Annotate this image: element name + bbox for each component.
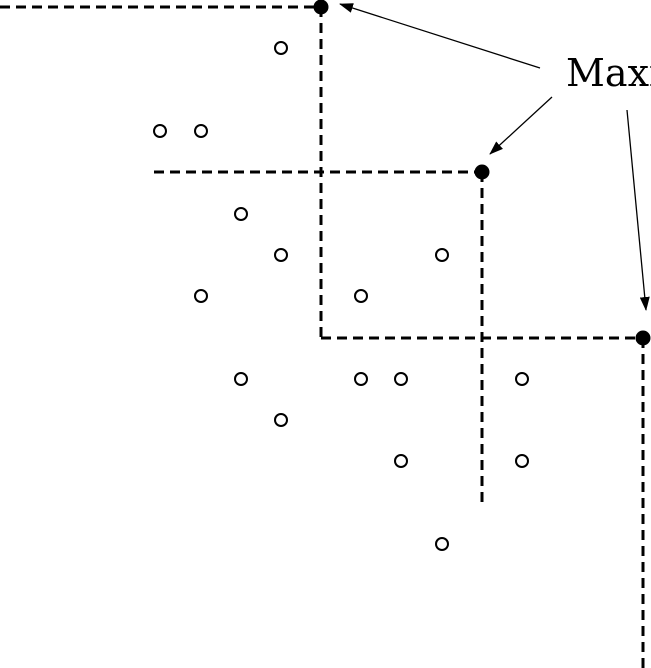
- dominated-point: [274, 248, 288, 262]
- dominated-point: [274, 413, 288, 427]
- dominated-point: [435, 248, 449, 262]
- maximal-point: [313, 0, 329, 15]
- dominated-point: [515, 372, 529, 386]
- arrow-to-middle-maximum: [489, 96, 553, 155]
- dominated-point: [234, 372, 248, 386]
- dominated-point: [274, 41, 288, 55]
- maximal-point: [635, 330, 651, 346]
- dominated-point: [394, 454, 408, 468]
- dominated-point: [153, 124, 167, 138]
- arrow-to-lower-maximum: [626, 109, 650, 311]
- dominated-point: [194, 124, 208, 138]
- maximal-points: [313, 0, 651, 346]
- dominated-point: [354, 289, 368, 303]
- staircase-lines: [0, 5, 645, 668]
- dominated-points: [153, 41, 529, 551]
- maxima-label: Maxi: [566, 51, 651, 95]
- maximal-point: [474, 164, 490, 180]
- dominated-point: [234, 207, 248, 221]
- dominated-point: [394, 372, 408, 386]
- label-arrows: [339, 3, 650, 311]
- dominated-point: [435, 537, 449, 551]
- dominated-point: [194, 289, 208, 303]
- dominated-point: [515, 454, 529, 468]
- arrow-to-upper-maximum: [339, 3, 541, 69]
- dominated-point: [354, 372, 368, 386]
